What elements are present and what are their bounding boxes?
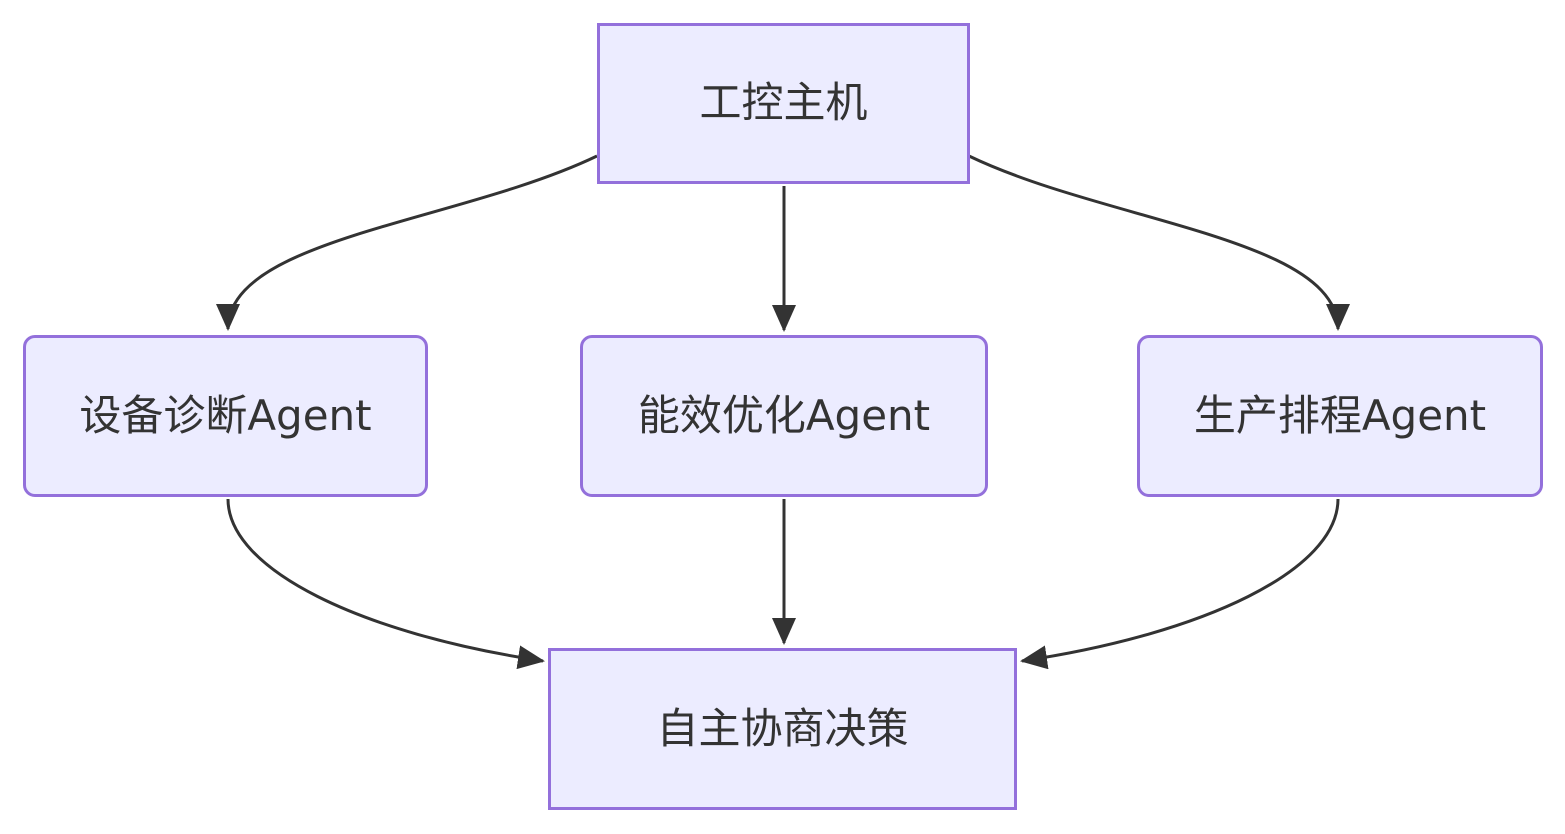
edge-host-to-device [216,154,598,331]
node-autonomous-negotiation-decision: 自主协商决策 [548,648,1017,810]
edge-host-to-schedule [968,154,1350,331]
node-device-diagnosis-agent: 设备诊断Agent [23,335,428,497]
node-label: 设备诊断Agent [79,390,372,440]
node-label: 能效优化Agent [637,390,931,440]
node-industrial-control-host: 工控主机 [597,23,970,184]
edge-device-to-decision [226,498,545,670]
node-label: 自主协商决策 [656,703,909,753]
edge-schedule-to-decision [1020,498,1340,670]
node-energy-optimization-agent: 能效优化Agent [580,335,988,497]
node-label: 工控主机 [699,78,868,128]
node-label: 生产排程Agent [1193,390,1487,440]
node-production-scheduling-agent: 生产排程Agent [1137,335,1543,497]
